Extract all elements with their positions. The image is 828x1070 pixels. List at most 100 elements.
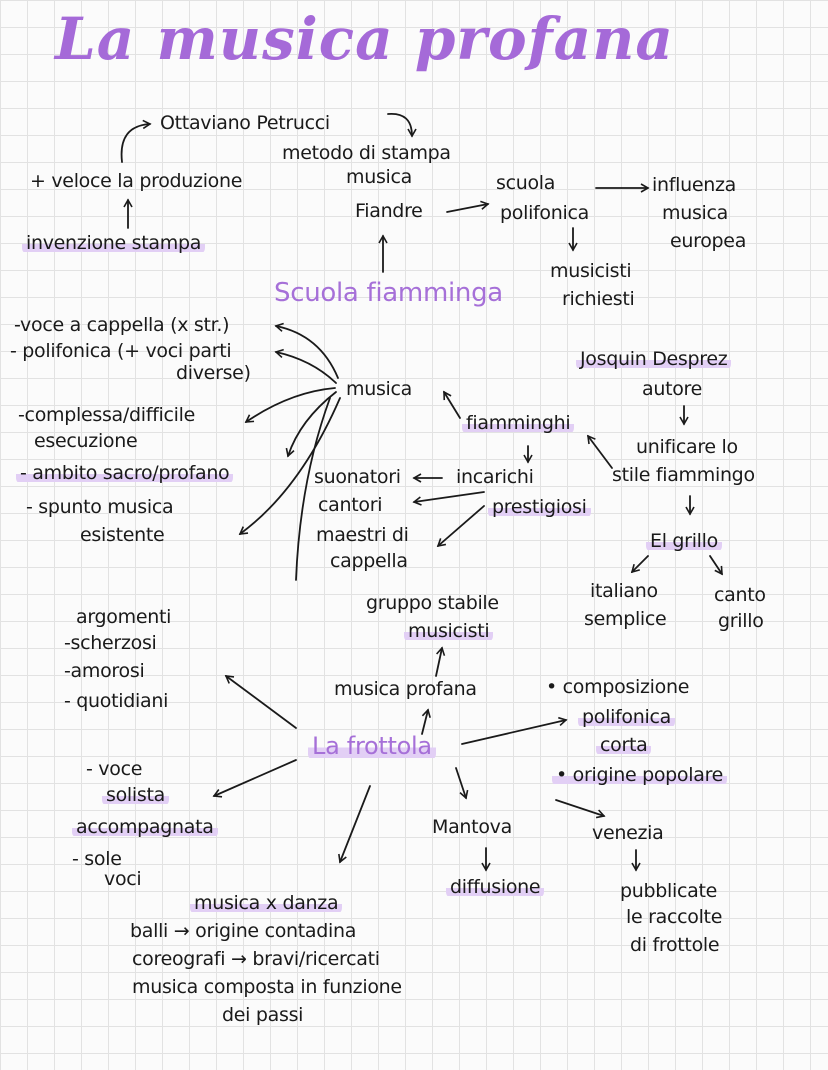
arrow-musica-to-ambito xyxy=(285,391,337,458)
node-semplice: semplice xyxy=(584,608,667,630)
arrow-musica-to-cappella xyxy=(274,322,339,379)
arrow-veloce-to-ottaviano xyxy=(120,119,152,163)
node-gruppo: gruppo stabile xyxy=(366,592,499,614)
arrow-fiamminghi-to-musica xyxy=(443,390,461,419)
node-pubblicate: pubblicate xyxy=(620,880,718,902)
node-voce: - voce xyxy=(86,758,143,780)
node-ambito: - ambito sacro/profano xyxy=(16,462,234,484)
arrow-musica-to-polifonica xyxy=(274,348,337,384)
node-sole: - sole xyxy=(72,848,122,870)
arrow-musica-to-complessa xyxy=(244,387,336,423)
arrow-musica-to-spunto xyxy=(238,397,341,535)
node-composta: musica composta in funzione xyxy=(132,976,402,998)
arrow-fiandre-to-scuola xyxy=(446,200,490,213)
node-diffusione-text: diffusione xyxy=(446,876,545,898)
node-scherzosi: -scherzosi xyxy=(64,632,157,654)
node-fiamminghi-text: fiamminghi xyxy=(462,412,575,434)
node-scuola: scuola xyxy=(496,172,556,194)
node-polifonica2-text: polifonica xyxy=(578,706,675,728)
node-corta-text: corta xyxy=(596,734,652,756)
node-musica-top: musica xyxy=(346,166,413,188)
node-ambito-text: - ambito sacro/profano xyxy=(16,462,234,484)
node-quotidiani: - quotidiani xyxy=(64,690,169,712)
node-polifonica: polifonica xyxy=(500,202,589,224)
arrow-divider-line xyxy=(295,397,331,581)
node-gruppo-musicisti: musicisti xyxy=(404,620,494,642)
node-complessa: -complessa/difficile xyxy=(18,404,195,426)
node-el-grillo: El grillo xyxy=(646,530,722,552)
node-spunto: - spunto musica xyxy=(26,496,174,518)
node-di-frottole: di frottole xyxy=(630,934,720,956)
node-musicisti: musicisti xyxy=(550,260,632,282)
node-composizione: • composizione xyxy=(546,676,690,698)
node-musica-danza: musica x danza xyxy=(190,892,343,914)
arrow-incarichi-to-cantori xyxy=(412,491,485,506)
node-voci: voci xyxy=(104,868,142,890)
node-origine: • origine popolare xyxy=(552,764,728,786)
node-scuola-fiamminga: Scuola fiamminga xyxy=(274,278,503,308)
arrow-stile-to-fiamminghi xyxy=(587,434,613,469)
node-fiamminghi: fiamminghi xyxy=(462,412,575,434)
node-raccolte: le raccolte xyxy=(626,906,723,928)
node-fiandre: Fiandre xyxy=(355,200,423,222)
node-diffusione: diffusione xyxy=(446,876,545,898)
node-amorosi: -amorosi xyxy=(64,660,145,682)
node-accompagnata-text: accompagnata xyxy=(72,816,218,838)
node-passi: dei passi xyxy=(222,1004,304,1026)
node-prestigiosi: prestigiosi xyxy=(488,496,591,518)
node-esecuzione: esecuzione xyxy=(34,430,138,452)
arrow-frottola-to-solista xyxy=(212,759,297,798)
arrow-elgrillo-to-italiano xyxy=(630,555,649,574)
arrow-ottaviano-to-metodo xyxy=(387,113,417,138)
node-polifonica2: polifonica xyxy=(578,706,675,728)
node-josquin-text: Josquin Desprez xyxy=(576,348,732,370)
node-cantori: cantori xyxy=(318,494,383,516)
arrow-frottola-to-mantova xyxy=(455,767,469,800)
node-influenza-europea: europea xyxy=(670,230,747,252)
node-influenza-musica: musica xyxy=(662,202,729,224)
node-stile-fiammingo: stile fiammingo xyxy=(612,464,755,486)
node-prestigiosi-text: prestigiosi xyxy=(488,496,591,518)
node-autore: autore xyxy=(642,378,703,400)
node-mantova: Mantova xyxy=(432,816,512,838)
node-frottola-text: La frottola xyxy=(308,732,436,760)
node-coreografi: coreografi → bravi/ricercati xyxy=(132,948,380,970)
node-polifonica-diverse: diverse) xyxy=(176,362,251,384)
node-incarichi: incarichi xyxy=(456,466,534,488)
node-invenzione: invenzione stampa xyxy=(22,232,206,254)
node-esistente: esistente xyxy=(80,524,165,546)
node-gruppo-musicisti-text: musicisti xyxy=(404,620,494,642)
node-origine-text: • origine popolare xyxy=(552,764,728,786)
node-veloce: + veloce la produzione xyxy=(30,170,243,192)
node-richiesti: richiesti xyxy=(562,288,635,310)
arrow-frottola-to-profana xyxy=(421,708,431,735)
page-title: La musica profana xyxy=(55,5,674,73)
node-solista-text: solista xyxy=(102,784,169,806)
node-josquin: Josquin Desprez xyxy=(576,348,732,370)
arrow-frottola-to-composizione xyxy=(461,716,568,745)
node-influenza: influenza xyxy=(652,174,736,196)
node-metodo: metodo di stampa xyxy=(282,142,451,164)
node-venezia: venezia xyxy=(592,822,664,844)
node-balli: balli → origine contadina xyxy=(130,920,357,942)
node-cappella: cappella xyxy=(330,550,408,572)
node-canto: canto xyxy=(714,584,766,606)
arrow-elgrillo-to-canto xyxy=(709,555,723,576)
node-musica-profana: musica profana xyxy=(334,678,477,700)
node-italiano: italiano xyxy=(590,580,658,602)
arrow-profana-to-gruppo xyxy=(435,646,446,677)
node-corta: corta xyxy=(596,734,652,756)
node-maestri: maestri di xyxy=(316,524,409,546)
node-grillo: grillo xyxy=(718,610,764,632)
arrow-frottola-to-danza xyxy=(338,785,371,864)
node-argomenti: argomenti xyxy=(76,606,172,628)
arrow-incarichi-to-maestri xyxy=(436,505,485,548)
node-suonatori: suonatori xyxy=(314,466,401,488)
node-invenzione-text: invenzione stampa xyxy=(22,232,206,254)
node-polifonica-voci: - polifonica (+ voci parti xyxy=(10,340,232,362)
arrow-frottola-to-argomenti xyxy=(224,675,297,729)
node-unificare: unificare lo xyxy=(636,436,738,458)
node-musica: musica xyxy=(346,378,413,400)
